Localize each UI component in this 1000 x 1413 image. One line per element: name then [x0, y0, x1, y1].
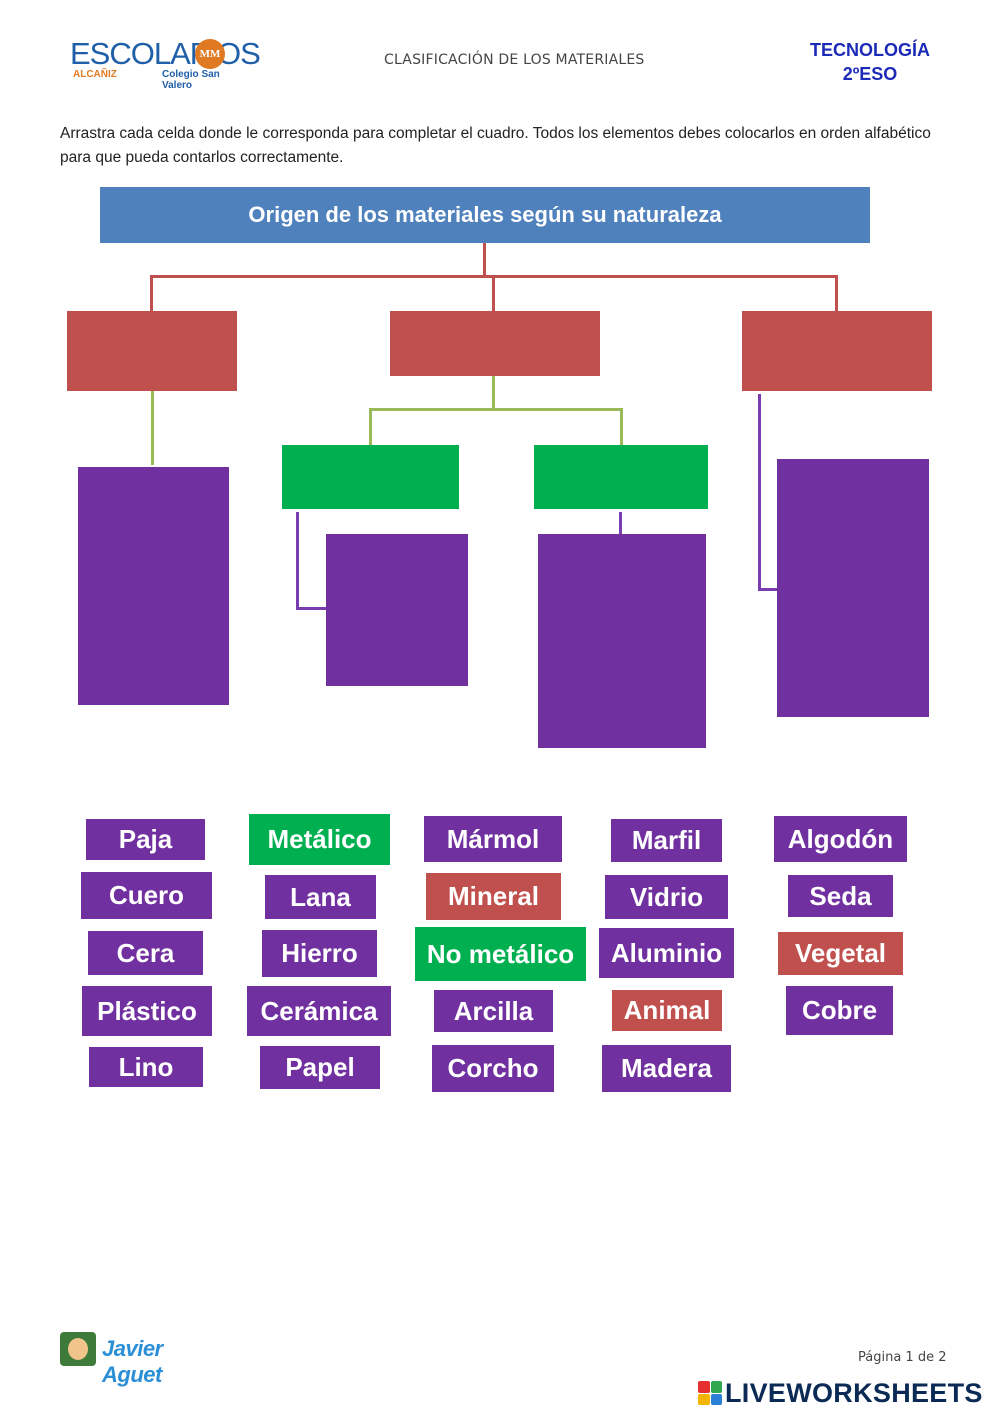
author-logo: Javier Aguet [60, 1330, 220, 1387]
school-logo: ESCOLAPIOS MM ALCAÑIZ Colegio San Valero [70, 36, 261, 91]
tile-cobre[interactable]: Cobre [786, 986, 893, 1035]
connector-category-3-down [758, 394, 761, 590]
tile-vidrio[interactable]: Vidrio [605, 875, 728, 919]
connector-category-1-down [151, 391, 154, 465]
tile-plastico[interactable]: Plástico [82, 986, 212, 1036]
tile-lino[interactable]: Lino [89, 1047, 203, 1087]
tile-animal[interactable]: Animal [612, 990, 722, 1031]
connector-to-subcategory-1 [369, 408, 372, 445]
tile-seda[interactable]: Seda [788, 875, 893, 917]
subject-grade: 2ºESO [842, 64, 898, 84]
dropzone-subcategory-1[interactable] [282, 445, 459, 509]
connector-subcategory-1-down [296, 512, 299, 610]
dropzone-answers-3[interactable] [538, 534, 706, 748]
logo-emblem-icon: MM [195, 39, 225, 69]
logo-school-name: Colegio San Valero [162, 69, 220, 91]
dropzone-category-1[interactable] [67, 311, 237, 391]
connector-to-category-1 [150, 275, 153, 311]
liveworksheets-text: LIVEWORKSHEETS [725, 1377, 983, 1408]
connector-root-down [483, 243, 486, 277]
subject-label: TECNOLOGÍA 2ºESO [790, 38, 950, 86]
connector-subcategory-2-down [619, 512, 622, 534]
tile-cera[interactable]: Cera [88, 931, 203, 975]
tile-metalico[interactable]: Metálico [249, 814, 390, 865]
connector-subcategory-horizontal [369, 408, 623, 411]
tile-mineral[interactable]: Mineral [426, 873, 561, 920]
instructions-text: Arrastra cada celda donde le corresponda… [60, 125, 931, 166]
connector-to-category-2 [492, 275, 495, 311]
tile-marmol[interactable]: Mármol [424, 816, 562, 862]
connector-category-2-down [492, 376, 495, 410]
liveworksheets-icon [698, 1381, 722, 1405]
tile-ceramica[interactable]: Cerámica [247, 986, 391, 1036]
author-name: Javier Aguet [102, 1336, 163, 1387]
dropzone-category-3[interactable] [742, 311, 932, 391]
logo-main-text: ESCOLAPIOS [70, 36, 261, 71]
tile-algodon[interactable]: Algodón [774, 816, 907, 862]
logo-location: ALCAÑIZ [73, 69, 117, 80]
tile-hierro[interactable]: Hierro [262, 930, 377, 977]
dropzone-subcategory-2[interactable] [534, 445, 708, 509]
tile-marfil[interactable]: Marfil [611, 819, 722, 862]
tile-corcho[interactable]: Corcho [432, 1045, 554, 1092]
liveworksheets-brand: LIVEWORKSHEETS [698, 1378, 983, 1408]
connector-category-3-across [758, 588, 777, 591]
tile-papel[interactable]: Papel [260, 1046, 380, 1089]
connector-to-category-3 [835, 275, 838, 311]
tile-arcilla[interactable]: Arcilla [434, 990, 553, 1032]
page-number: Página 1 de 2 [858, 1350, 947, 1365]
connector-subcategory-1-across [296, 607, 326, 610]
tile-vegetal[interactable]: Vegetal [778, 932, 903, 975]
connector-to-subcategory-2 [620, 408, 623, 445]
tile-paja[interactable]: Paja [86, 819, 205, 860]
dropzone-category-2[interactable] [390, 311, 600, 376]
dropzone-answers-1[interactable] [78, 467, 229, 705]
dropzone-answers-4[interactable] [777, 459, 929, 717]
tile-madera[interactable]: Madera [602, 1045, 731, 1092]
diagram-root-title: Origen de los materiales según su natura… [100, 187, 870, 243]
tile-cuero[interactable]: Cuero [81, 872, 212, 919]
tile-no-metalico[interactable]: No metálico [415, 927, 586, 981]
document-title: CLASIFICACIÓN DE LOS MATERIALES [384, 52, 645, 68]
subject-name: TECNOLOGÍA [810, 40, 930, 60]
tile-aluminio[interactable]: Aluminio [599, 928, 734, 978]
dropzone-answers-2[interactable] [326, 534, 468, 686]
tile-lana[interactable]: Lana [265, 875, 376, 919]
author-avatar [60, 1332, 96, 1366]
